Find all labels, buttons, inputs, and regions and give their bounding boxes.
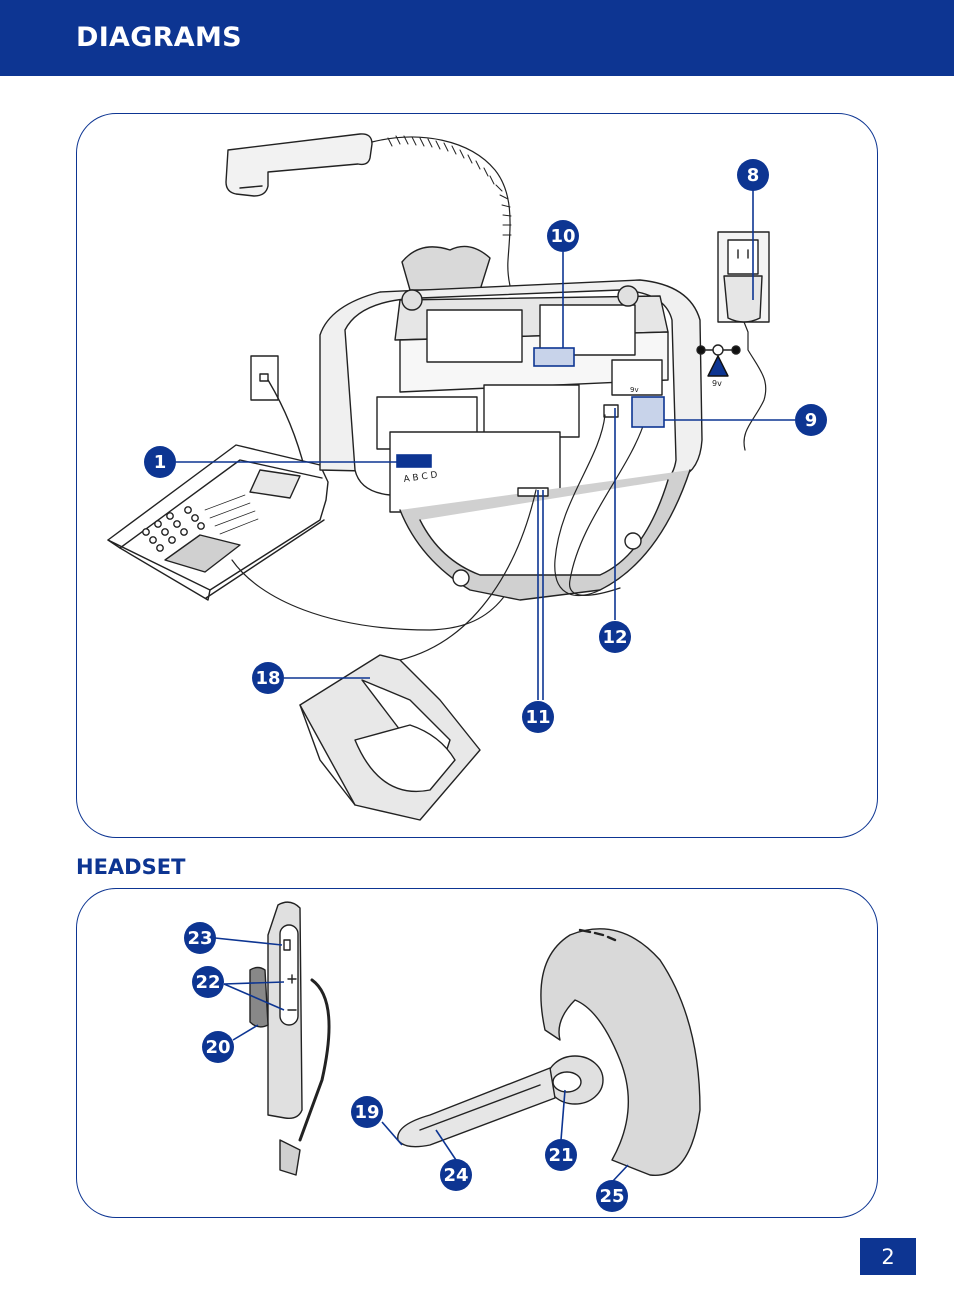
switch-letters: A B C D — [403, 470, 438, 485]
headset-front-view-illustration — [397, 928, 701, 1176]
page-number: 2 — [860, 1238, 916, 1275]
callout-25: 25 — [596, 1180, 628, 1212]
callout-11: 11 — [522, 701, 554, 733]
callout-19: 19 — [351, 1096, 383, 1128]
charging-cradle-illustration — [299, 654, 481, 821]
headset-section-title: HEADSET — [76, 855, 186, 879]
callout-1: 1 — [144, 446, 176, 478]
adapter-voltage-label: 9v — [712, 379, 722, 388]
callout-20: 20 — [202, 1031, 234, 1063]
callout-18: 18 — [252, 662, 284, 694]
phone-handset-illustration — [225, 133, 373, 197]
base-unit-illustration — [319, 245, 703, 601]
page-title: DIAGRAMS — [76, 22, 242, 53]
callout-22: 22 — [192, 966, 224, 998]
header-bar: DIAGRAMS — [0, 0, 954, 76]
power-adapter-illustration — [717, 231, 770, 451]
desk-telephone-illustration — [107, 444, 329, 601]
callout-8: 8 — [737, 159, 769, 191]
rating-label: 9v — [630, 386, 639, 394]
wall-phone-jack-illustration — [250, 355, 279, 401]
callout-12: 12 — [599, 621, 631, 653]
callout-10: 10 — [547, 220, 579, 252]
callout-21: 21 — [545, 1139, 577, 1171]
callout-9: 9 — [795, 404, 827, 436]
callout-23: 23 — [184, 922, 216, 954]
callout-24: 24 — [440, 1159, 472, 1191]
